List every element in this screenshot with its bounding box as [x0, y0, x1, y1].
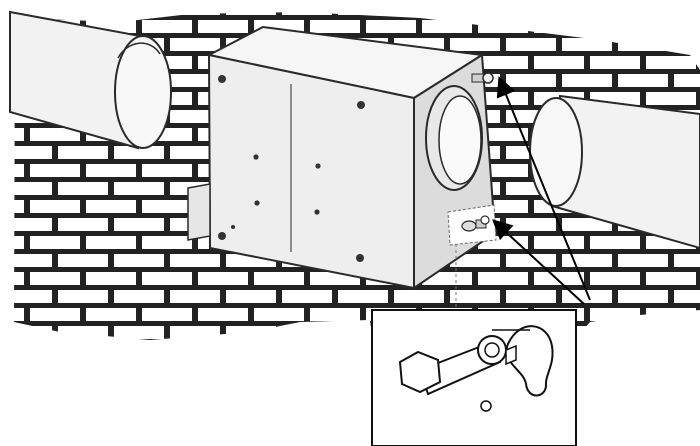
hex-bolt-icon	[398, 335, 517, 396]
upper-bolt-icon	[471, 72, 494, 84]
fan-box	[187, 25, 497, 320]
left-duct	[9, 10, 172, 150]
detail-inset	[371, 309, 577, 446]
callout-arrows	[492, 76, 591, 305]
lower-bracket	[447, 204, 497, 246]
keyhole-bracket-icon	[492, 325, 554, 397]
box-screws	[218, 75, 365, 262]
duct-collar	[425, 85, 483, 191]
